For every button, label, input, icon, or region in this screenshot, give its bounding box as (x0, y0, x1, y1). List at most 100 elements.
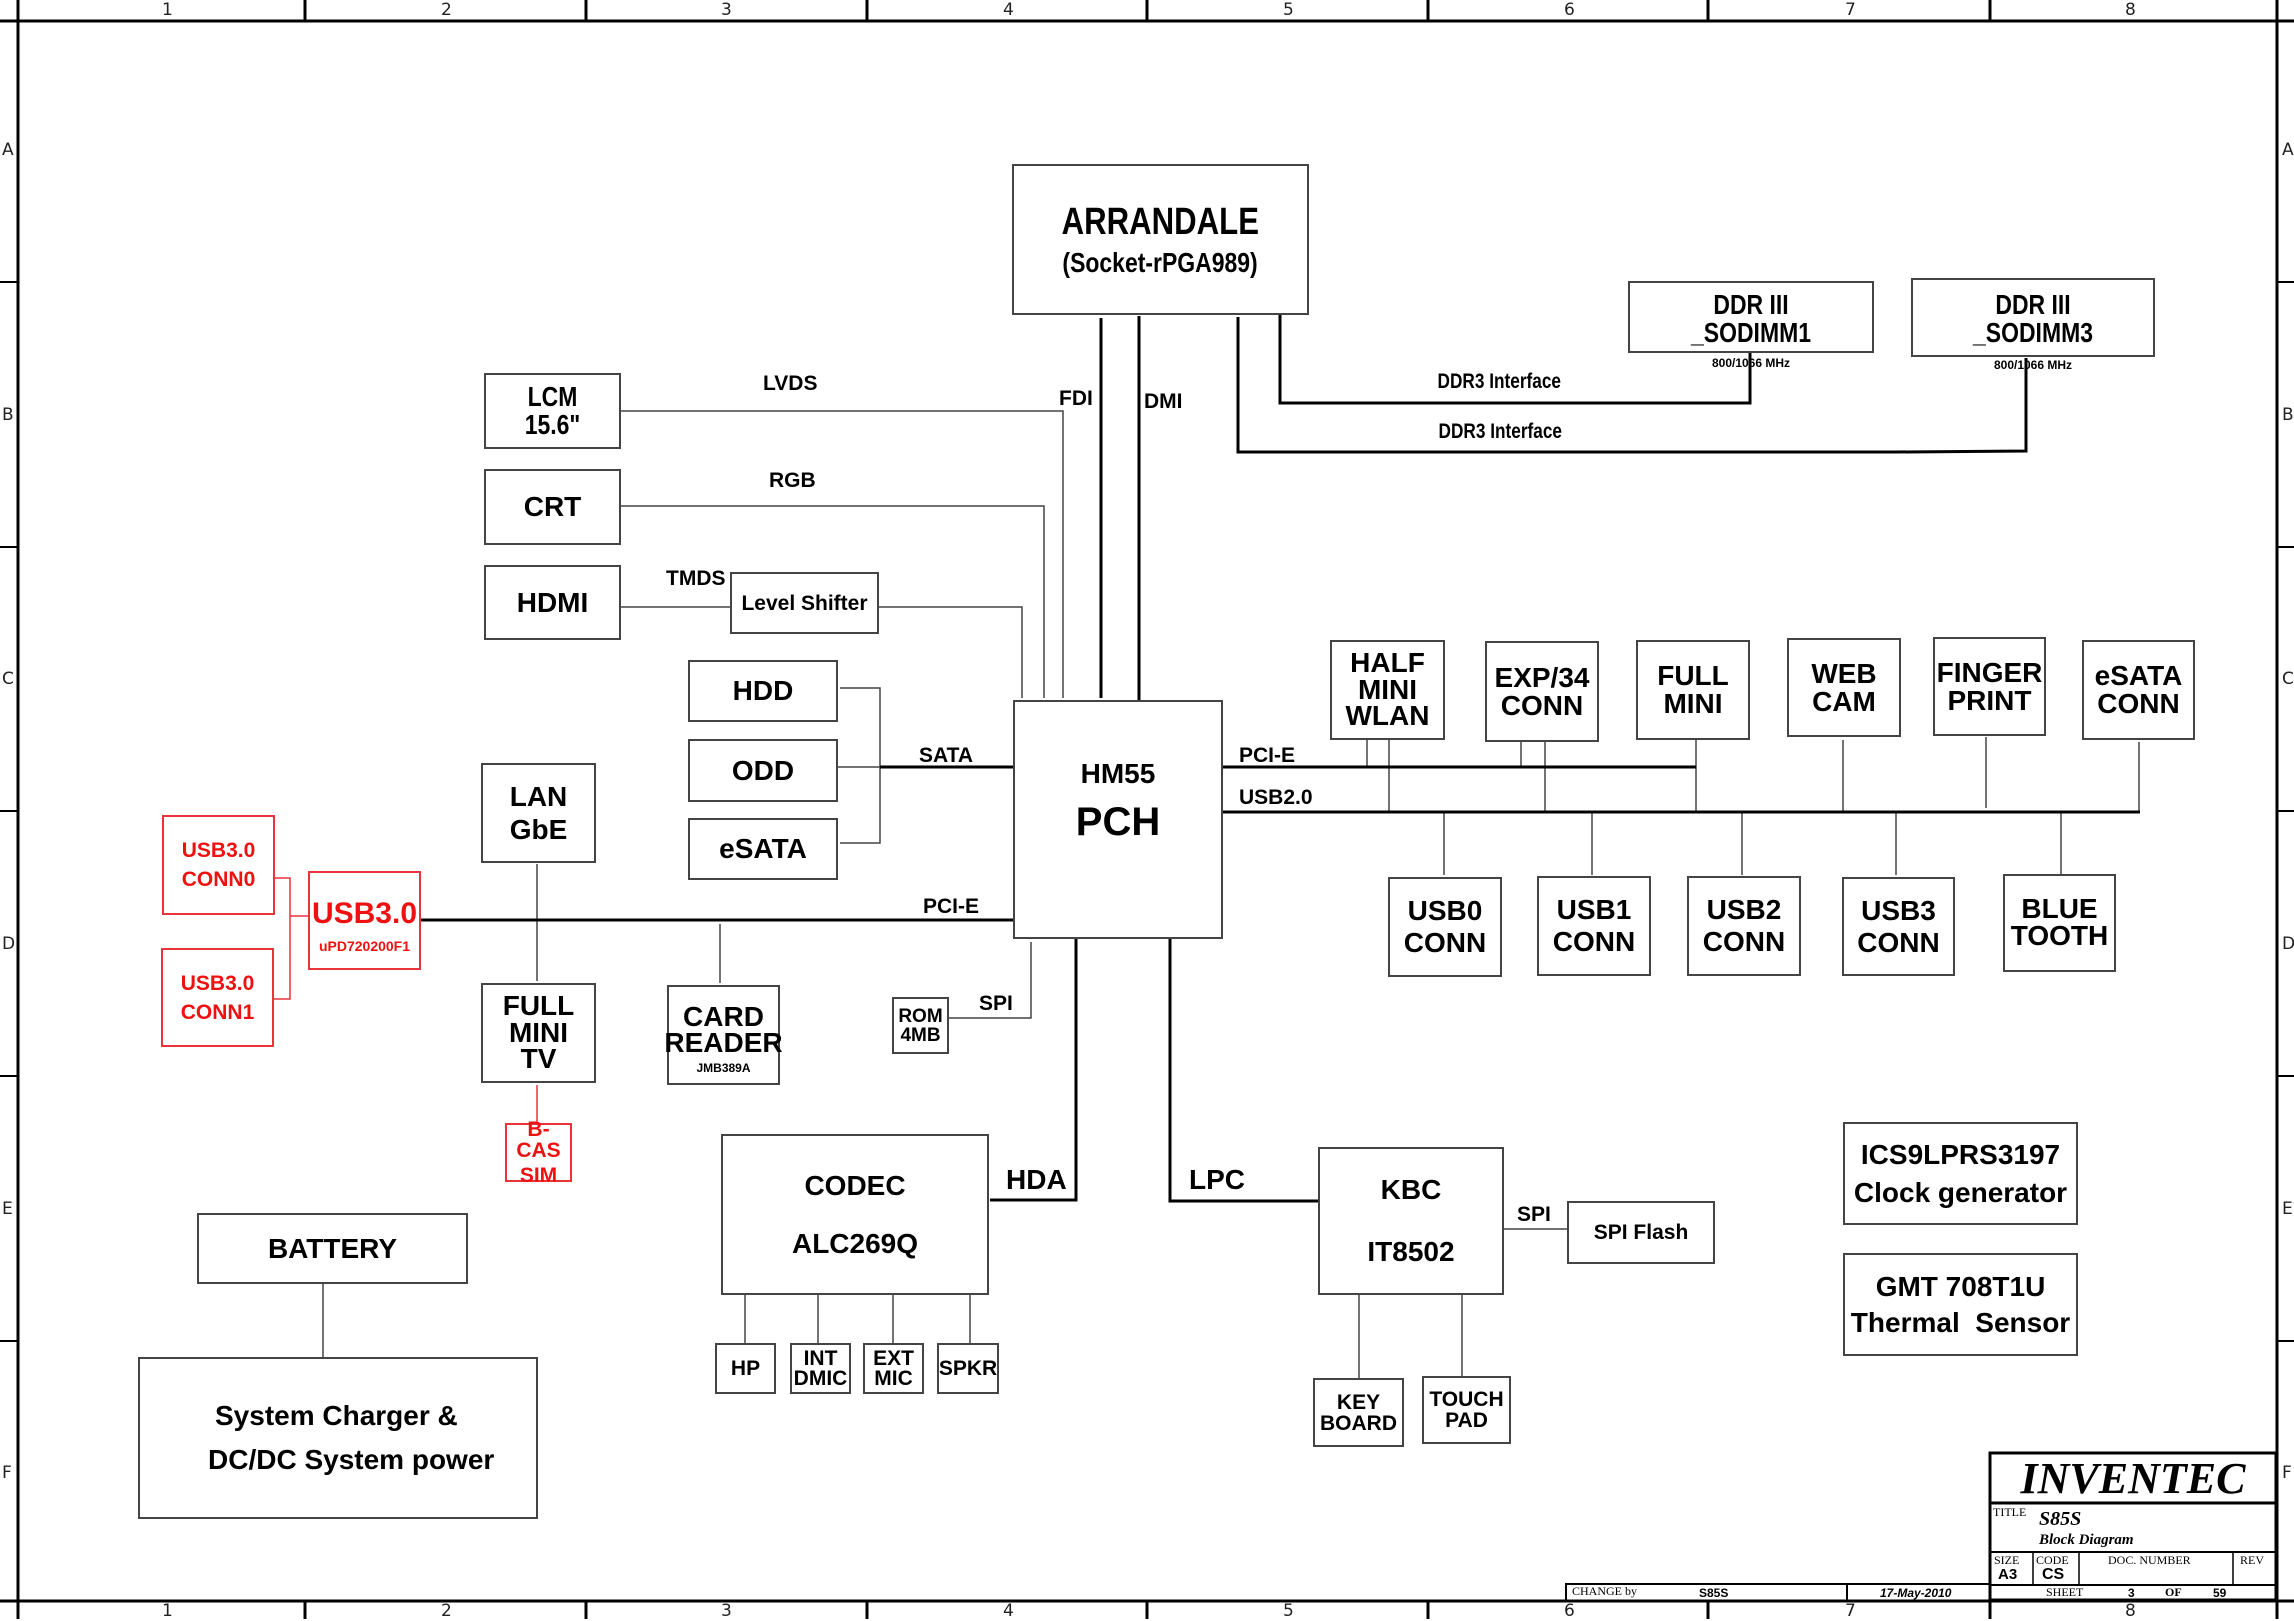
esata-conn-line2: CONN (2097, 688, 2180, 719)
frame-col-7-bottom: 7 (1845, 1601, 1856, 1621)
usb3-conn-bracket (274, 877, 291, 1000)
int-dmic-line2: DMIC (793, 1366, 848, 1390)
kbc-spi-label: SPI (1517, 1203, 1551, 1226)
frame-col-1: 1 (162, 0, 173, 20)
codec-name: CODEC (804, 1169, 906, 1201)
usb1-line2: CONN (1552, 926, 1636, 957)
frame-row-b: B (2, 405, 14, 425)
tv-line1: FULL (502, 990, 575, 1022)
wlan-line3: WLAN (1345, 700, 1430, 732)
rom-line2: 4MB (900, 1024, 941, 1046)
size-label: SIZE (1994, 1553, 2020, 1567)
lvds-label: LVDS (763, 372, 818, 395)
webcam-line1: WEB (1811, 657, 1877, 689)
level-shifter-label: Level Shifter (741, 591, 868, 615)
usb0-line2: CONN (1403, 927, 1487, 958)
esata-block: eSATA (688, 818, 838, 880)
int-dmic-line1: INT (803, 1346, 838, 1370)
rom-line1: ROM (898, 1005, 943, 1027)
lvds-wire (621, 410, 1064, 698)
code-value: CS (2042, 1566, 2065, 1583)
sodimm1-speed: 800/1066 MHz (1711, 356, 1791, 370)
bcas-line1: B-CAS (516, 1118, 561, 1162)
lan-line1: LAN (509, 780, 568, 812)
usb3-conn0-line1: USB3.0 (181, 839, 256, 862)
audio-port-ext-mic: EXT MIC (863, 1343, 924, 1394)
code-label: CODE (2036, 1553, 2069, 1567)
pcie-device-full-mini: FULL MINI (1636, 640, 1750, 740)
hdd-label: HDD (732, 675, 794, 706)
frame-col-5-bottom: 5 (1283, 1601, 1294, 1621)
keyboard-line1: KEY (1336, 1390, 1381, 1414)
lpc-wire (1168, 939, 1318, 1203)
pcie-left-label: PCI-E (923, 895, 980, 918)
frame-col-3: 3 (721, 0, 732, 20)
audio-port-spkr: SPKR (937, 1343, 999, 1394)
touchpad-line2: PAD (1445, 1409, 1488, 1432)
sheet-label: SHEET (2046, 1585, 2084, 1599)
frame-col-8: 8 (2125, 0, 2136, 20)
usb-device-web-cam: WEB CAM (1787, 638, 1901, 737)
thermal-desc: Thermal Sensor (1850, 1306, 2071, 1338)
cpu-name: ARRANDALE (1061, 200, 1260, 243)
company-name: INVENTEC (2020, 1453, 2246, 1503)
wlan-line1: HALF (1350, 647, 1425, 679)
usb3-controller-name: USB3.0 (311, 896, 418, 930)
keyboard-line2: BOARD (1320, 1411, 1397, 1435)
odd-label: ODD (731, 754, 795, 786)
sata-bracket (840, 687, 881, 844)
usb3-conn0-block: USB3.0 CONN0 (162, 815, 275, 915)
spkr-label: SPKR (938, 1357, 998, 1380)
esata-conn-line1: eSATA (2094, 660, 2183, 691)
tv-line3: TV (520, 1043, 557, 1075)
battery-block: BATTERY (197, 1213, 468, 1284)
lcm-block: LCM 15.6" (484, 373, 621, 449)
level-shifter-block: Level Shifter (730, 572, 879, 634)
codec-part: ALC269Q (791, 1227, 919, 1259)
charger-line1: System Charger & (215, 1400, 458, 1431)
sheet-number: 3 (2128, 1586, 2135, 1600)
frame-col-8-bottom: 8 (2125, 1601, 2136, 1621)
doc-number-label: DOC. NUMBER (2108, 1553, 2191, 1567)
audio-port-int-dmic: INT DMIC (790, 1343, 851, 1394)
cpu-socket: (Socket-rPGA989) (1062, 246, 1259, 278)
sata-label: SATA (919, 744, 974, 767)
frame-row-b-right: B (2282, 405, 2294, 425)
kbc-block: KBC IT8502 (1318, 1147, 1504, 1295)
tv-line2: MINI (508, 1016, 569, 1048)
title-value: S85S (2039, 1508, 2082, 1530)
esata-label: eSATA (719, 833, 807, 864)
clock-generator-block: ICS9LPRS3197 Clock generator (1843, 1122, 2078, 1225)
usb3-conn1-line2: CONN1 (180, 1000, 255, 1024)
pcie-right-label: PCI-E (1239, 744, 1296, 767)
lan-line2: GbE (509, 813, 568, 845)
tmds-label: TMDS (666, 567, 726, 590)
cpu-arrandale-block: ARRANDALE (Socket-rPGA989) (1012, 164, 1309, 315)
thermal-sensor-block: GMT 708T1U Thermal Sensor (1843, 1253, 2078, 1356)
frame-row-f: F (2, 1463, 12, 1483)
card-reader-block: CARD READER JMB389A (664, 985, 783, 1085)
frame-row-c: C (2, 669, 14, 689)
full-mini-tv-block: FULL MINI TV (481, 983, 596, 1083)
exp-line2: CONN (1500, 689, 1584, 721)
kbc-name: KBC (1380, 1174, 1442, 1205)
usb0-conn-block: USB0 CONN (1388, 877, 1502, 977)
frame-col-5: 5 (1283, 0, 1294, 20)
pch-block: HM55 PCH (1013, 700, 1223, 939)
fingerprint-line1: FINGER (1936, 656, 2043, 688)
frame-row-d: D (2, 934, 16, 954)
usb3-line2: CONN (1857, 926, 1940, 958)
usb1-line1: USB1 (1556, 894, 1632, 925)
pcie-device-half-mini-wlan: HALF MINI WLAN (1330, 640, 1445, 740)
bluetooth-line1: BLUE (2021, 893, 2098, 925)
sodimm3-block: DDR III _SODIMM3 800/1066 MHz (1911, 278, 2155, 371)
dmi-label: DMI (1144, 390, 1183, 413)
system-charger-block: System Charger & DC/DC System power (138, 1357, 538, 1519)
frame-col-6: 6 (1564, 0, 1575, 20)
sodimm1-block: DDR III _SODIMM1 800/1066 MHz (1628, 281, 1874, 369)
level-shifter-wire (879, 606, 1023, 698)
spi-flash-label: SPI Flash (1593, 1221, 1689, 1244)
usb2-conn-block: USB2 CONN (1687, 876, 1801, 976)
sodimm3-name: DDR III _SODIMM3 (1973, 289, 2093, 348)
